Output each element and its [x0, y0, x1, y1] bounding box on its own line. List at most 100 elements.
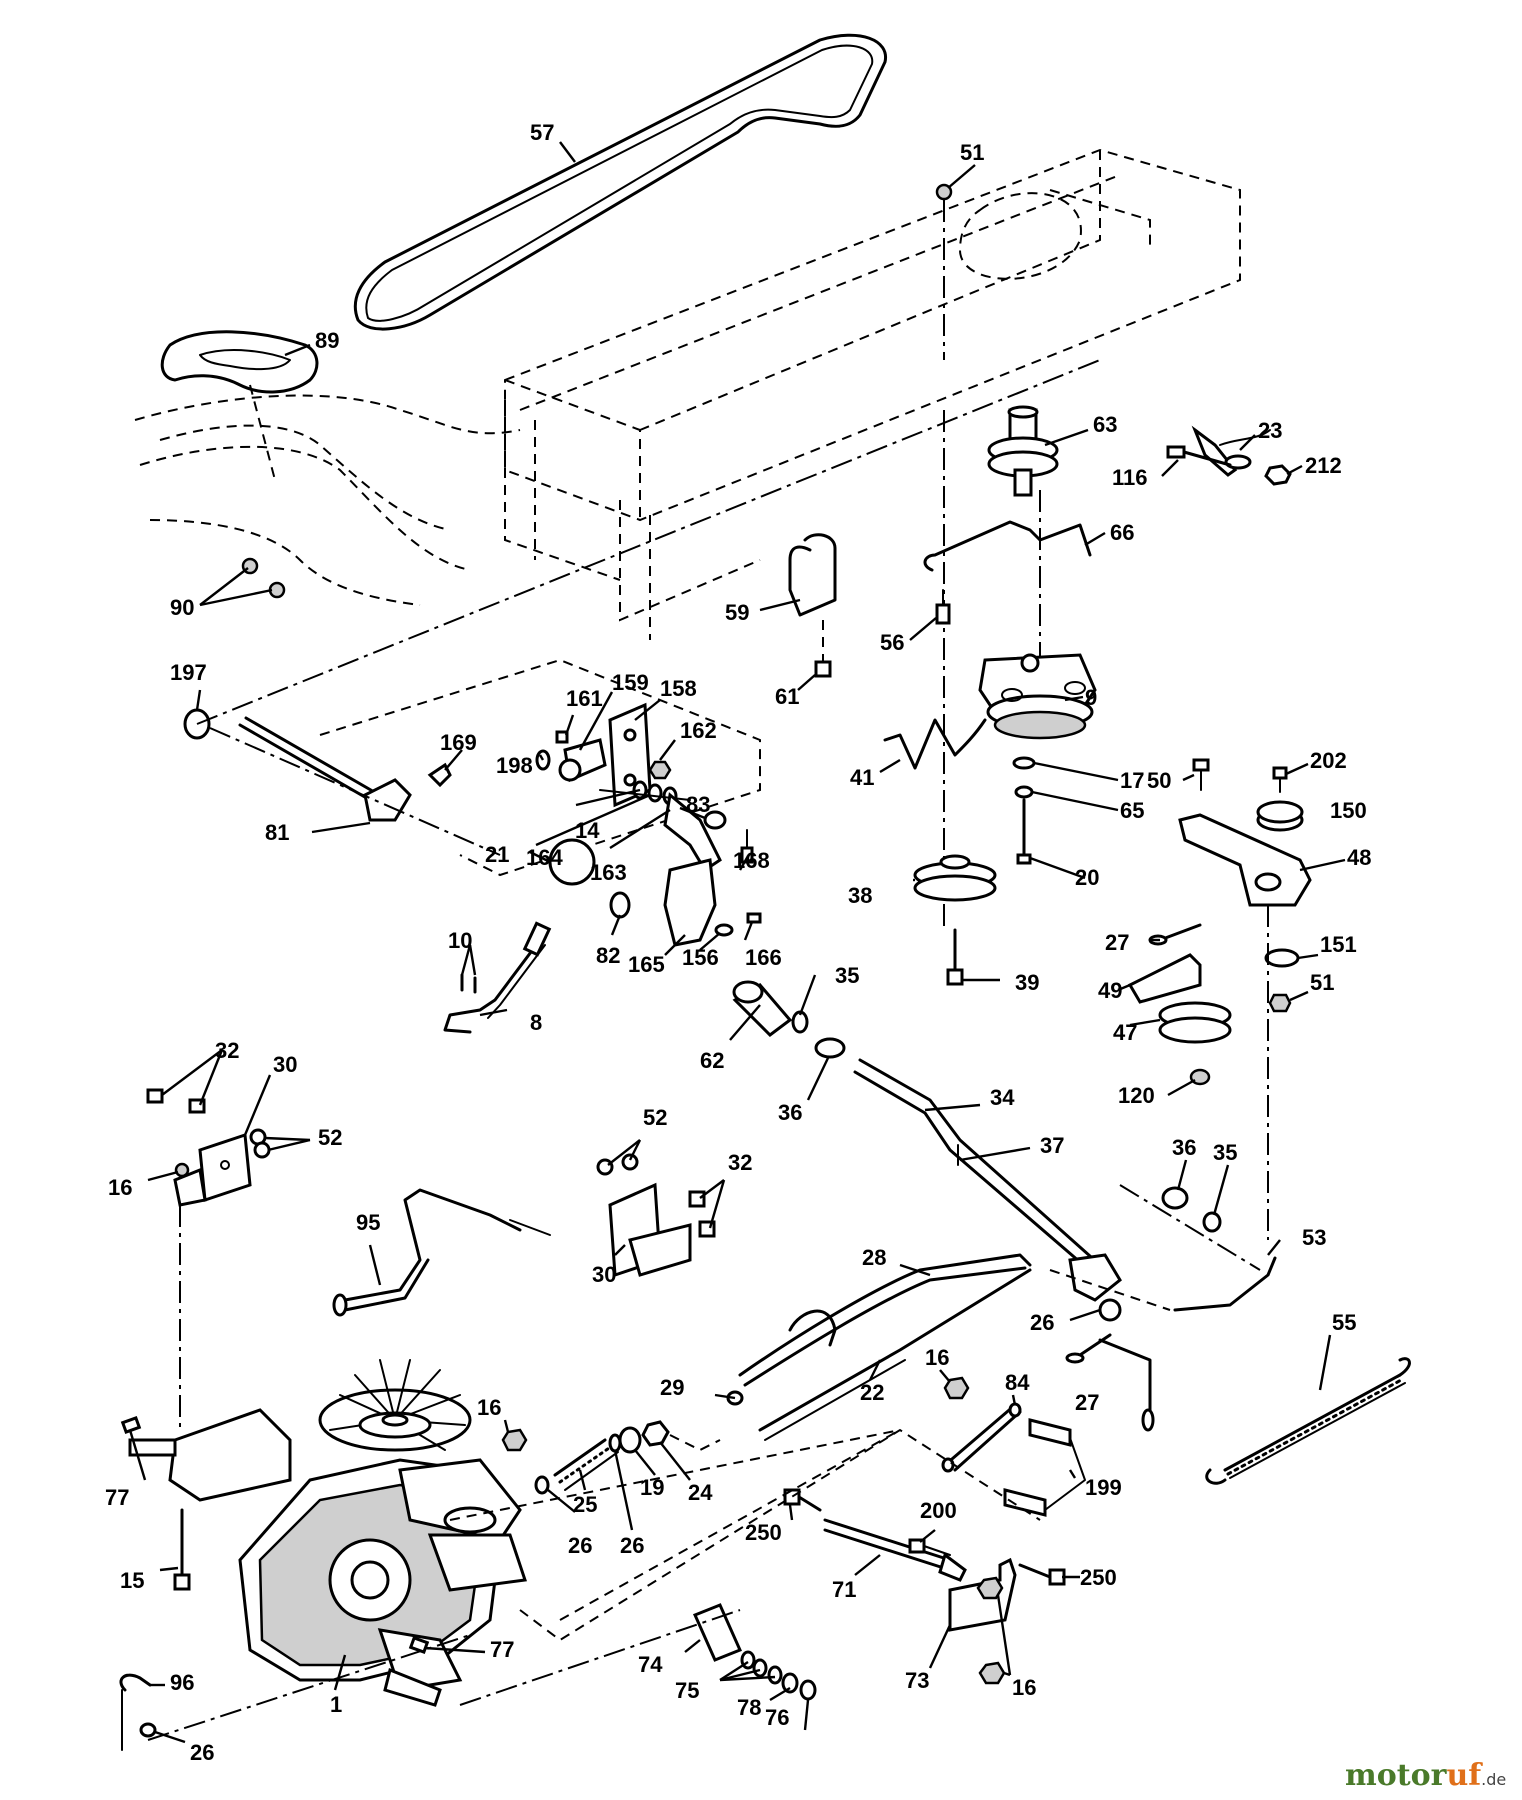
label-27: 27 — [1105, 930, 1129, 955]
label-50: 50 — [1147, 768, 1171, 793]
label-19: 19 — [640, 1475, 664, 1500]
nuts-52b — [596, 1153, 639, 1176]
rod-71 — [823, 1518, 967, 1582]
spacer-19 — [618, 1426, 642, 1454]
bushing-62 — [732, 980, 793, 1037]
label-169: 169 — [440, 730, 477, 755]
nut-16d — [976, 1576, 1006, 1685]
label-53: 53 — [1302, 1225, 1326, 1250]
label-159: 159 — [612, 670, 649, 695]
washer-26b — [534, 1475, 550, 1495]
label-150: 150 — [1330, 798, 1367, 823]
label-47: 47 — [1113, 1020, 1137, 1045]
pulley-38 — [913, 854, 997, 902]
washer-65 — [1014, 785, 1034, 799]
label-21: 21 — [485, 842, 509, 867]
belt-guide-wire — [923, 520, 1092, 572]
rod-53 — [1173, 1256, 1277, 1312]
label-55: 55 — [1332, 1310, 1356, 1335]
bracket-30b — [608, 1182, 692, 1278]
label-51b: 51 — [1310, 970, 1334, 995]
washer-35b — [1202, 1211, 1222, 1233]
label-83: 83 — [686, 792, 710, 817]
label-9: 9 — [1085, 685, 1097, 710]
label-162: 162 — [680, 718, 717, 743]
washer-156 — [714, 923, 734, 937]
bracket-158 — [608, 702, 652, 808]
label-34: 34 — [990, 1085, 1015, 1110]
label-26b: 26 — [568, 1533, 592, 1558]
label-212: 212 — [1305, 453, 1342, 478]
label-250b: 250 — [1080, 1565, 1117, 1590]
bolt-168 — [740, 829, 754, 864]
bolt-200 — [908, 1538, 951, 1556]
linkage-box — [319, 658, 761, 877]
label-198: 198 — [496, 753, 533, 778]
label-250: 250 — [745, 1520, 782, 1545]
label-77b: 77 — [490, 1637, 514, 1662]
nut-16a — [174, 1162, 190, 1178]
label-76: 76 — [765, 1705, 789, 1730]
label-89: 89 — [315, 328, 339, 353]
spring-25 — [553, 1438, 619, 1491]
spacer-74 — [692, 1603, 743, 1662]
label-29: 29 — [660, 1375, 684, 1400]
washer-36a — [814, 1037, 846, 1059]
label-199: 199 — [1085, 1475, 1122, 1500]
label-20: 20 — [1075, 865, 1099, 890]
label-74: 74 — [638, 1652, 663, 1677]
label-14: 14 — [575, 818, 600, 843]
rod-95 — [332, 1188, 551, 1317]
pin-27b — [1065, 1333, 1155, 1432]
label-35b: 35 — [1213, 1140, 1237, 1165]
label-32: 32 — [215, 1038, 239, 1063]
label-52: 52 — [643, 1105, 667, 1130]
transaxle — [128, 1408, 527, 1707]
label-96: 96 — [170, 1670, 194, 1695]
label-30b: 30 — [592, 1262, 616, 1287]
label-71: 71 — [832, 1577, 856, 1602]
label-116: 116 — [1112, 465, 1148, 490]
spindle-assembly — [987, 405, 1059, 497]
link-84 — [941, 1402, 1022, 1473]
label-164: 164 — [526, 845, 563, 870]
label-1: 1 — [330, 1692, 342, 1717]
label-59: 59 — [725, 600, 749, 625]
bolt-50 — [1192, 758, 1210, 791]
bolt-20 — [1016, 798, 1032, 865]
bolt-250b — [1018, 1563, 1066, 1586]
label-161: 161 — [566, 686, 603, 711]
label-32b: 32 — [728, 1150, 752, 1175]
drive-belt — [353, 33, 887, 331]
label-82: 82 — [596, 943, 620, 968]
label-95: 95 — [356, 1210, 380, 1235]
label-81: 81 — [265, 820, 289, 845]
label-52b: 52 — [318, 1125, 342, 1150]
label-65: 65 — [1120, 798, 1144, 823]
label-30: 30 — [273, 1052, 297, 1077]
label-27b: 27 — [1075, 1390, 1099, 1415]
watermark-logo: motoruf.de — [1345, 1758, 1506, 1793]
bolt-161 — [555, 730, 569, 744]
label-16c: 16 — [477, 1395, 501, 1420]
label-66: 66 — [1110, 520, 1134, 545]
label-28: 28 — [862, 1245, 886, 1270]
leader-lines — [128, 141, 1346, 1744]
label-35: 35 — [835, 963, 859, 988]
belt-guide-41 — [883, 718, 987, 770]
bolt-39 — [946, 928, 964, 986]
label-51: 51 — [960, 140, 984, 165]
label-78: 78 — [737, 1695, 761, 1720]
label-62: 62 — [700, 1048, 724, 1073]
washer-36b — [1161, 1186, 1189, 1210]
label-84: 84 — [1005, 1370, 1030, 1395]
label-197: 197 — [170, 660, 207, 685]
label-56: 56 — [880, 630, 904, 655]
label-39: 39 — [1015, 970, 1039, 995]
label-63: 63 — [1093, 412, 1117, 437]
label-8: 8 — [530, 1010, 542, 1035]
bracket-30a — [173, 1132, 252, 1207]
bolts-32b — [688, 1190, 716, 1238]
part-number-labels: 57 51 89 63 23 116 212 66 90 59 56 61 19… — [105, 120, 1371, 1765]
idler-bracket-23 — [1166, 425, 1292, 486]
